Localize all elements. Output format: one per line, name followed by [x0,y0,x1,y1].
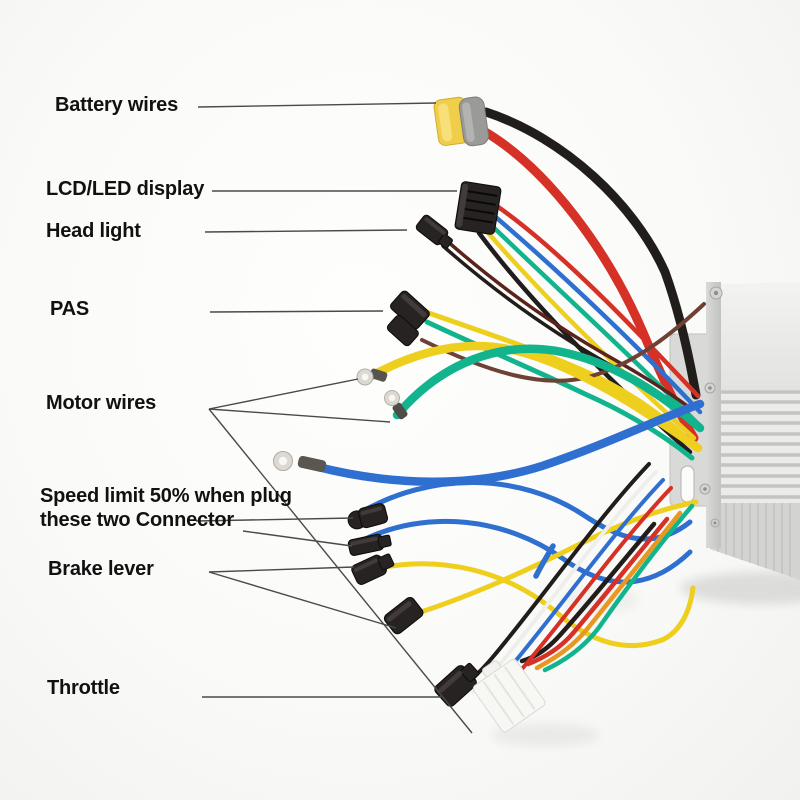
leader-brake-lever-1 [208,566,355,573]
lcd-display-connector [454,181,502,235]
aux-red-wire [525,516,670,667]
box-shadow [680,572,800,604]
leader-motor-wire-1 [208,378,359,410]
leader-motor-wire-2 [208,408,391,423]
leader-motor-wire-3 [208,408,473,734]
motor-blue-wire [309,399,705,486]
box-bottom-face [710,503,800,580]
brown-wire [420,302,706,383]
screw-middle [704,382,716,394]
battery-black-wire [481,107,701,400]
white-4pin-connector [472,658,546,733]
wire-harness [309,107,706,706]
speed-limit-connector-2 [347,533,392,556]
heatsink-body [708,390,800,503]
leader-speed-limit-1 [195,517,354,522]
lcd-green-wire [485,219,701,427]
aux-black-wire [519,521,657,664]
aux-blue-sleeve [533,543,556,579]
motor-green-wire [392,344,705,433]
xt60-battery-connector [433,96,489,147]
label-battery-wires: Battery wires [55,94,179,116]
motor-ring-terminal-green [384,390,408,420]
leader-brake-lever-2 [208,571,397,629]
speed-limit-connector-1 [347,503,389,530]
lcd-red-wire [491,201,701,399]
screw-bottom [710,518,720,528]
label-throttle: Throttle [47,677,120,699]
motor-yellow-wire [361,341,703,453]
connector-shadow [490,723,600,747]
aux-green-wire [542,503,695,673]
brake-yellow-wire-2 [402,499,699,620]
box-end-cap [706,282,721,548]
brake-lever-connector-2 [383,596,424,635]
box-top-panel [708,282,800,390]
label-lcd-led-display: LCD/LED display [46,178,205,200]
headlight-maroon-wire [444,238,692,410]
leader-head-light [204,229,408,233]
label-motor-wires: Motor wires [46,392,157,414]
label-head-light: Head light [46,220,141,242]
pas-sm-connector [386,290,430,347]
leader-pas [209,310,384,313]
label-pas: PAS [50,298,90,320]
brake-lever-connector-1 [351,553,395,585]
connectors [273,96,546,733]
motor-ring-terminal-blue [273,451,327,473]
leader-lines [195,102,473,734]
leader-speed-limit-2 [242,530,353,547]
aux-orange-wire [534,510,683,671]
headlight-sm-connector [415,214,453,249]
brake-yellow-wire-1 [363,561,696,648]
screw-top [709,286,723,300]
label-speed-limit: Speed limit 50% when plug these two Conn… [40,485,292,531]
screw-lower [699,483,711,495]
box-top-highlight [707,279,800,285]
leader-battery-wires [197,102,437,108]
bracket-slot [680,465,695,503]
heatsink-fins [711,390,800,499]
throttle-sm-connector [434,662,480,707]
motor-ring-terminal-yellow [356,368,388,386]
lcd-blue-wire [489,211,703,415]
label-brake-lever: Brake lever [48,558,154,580]
